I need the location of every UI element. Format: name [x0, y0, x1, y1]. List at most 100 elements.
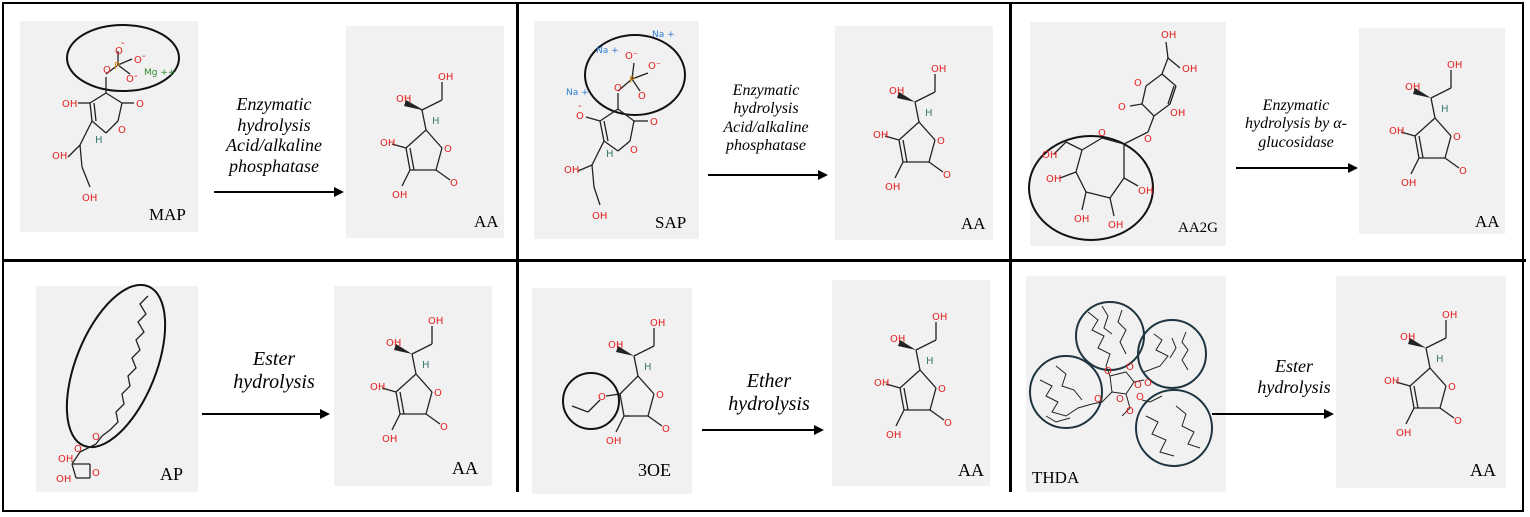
- product-box-aa: OH OH H O OH OH O AA: [1336, 276, 1506, 488]
- atom-oh: OH: [1447, 60, 1462, 71]
- atom-h: H: [1441, 104, 1449, 115]
- atom-oh: OH: [428, 316, 443, 327]
- atom-oh: OH: [608, 340, 623, 351]
- atom-oh: OH: [932, 312, 947, 323]
- phosphate-highlight-ring: [66, 24, 180, 92]
- atom-oh: OH: [886, 430, 901, 441]
- reaction-arrow: [1212, 409, 1334, 419]
- phosphate-highlight-ring: [584, 34, 686, 116]
- atom-o: O: [1144, 134, 1152, 145]
- product-box-aa: OH OH H O OH OH O AA: [835, 26, 993, 240]
- atom-o: O: [944, 418, 952, 429]
- svg-text:-: -: [134, 71, 138, 82]
- atom-o: O: [943, 170, 951, 181]
- atom-o: O: [440, 422, 448, 433]
- atom-oh: OH: [931, 64, 946, 75]
- atom-o: O: [136, 99, 144, 110]
- reactant-label: THDA: [1032, 468, 1080, 487]
- atom-o: O: [1126, 362, 1134, 373]
- col-divider-top-2: [1009, 4, 1012, 259]
- 3oe-structure: OH OH H O O OH O: [532, 288, 692, 499]
- atom-na: Na +: [652, 30, 675, 40]
- atom-oh: OH: [1389, 126, 1404, 137]
- atom-oh: OH: [52, 151, 67, 162]
- aa2g-structure: OH OH O O OH O O OH OH OH OH OH: [1028, 22, 1226, 251]
- atom-na: Na +: [596, 46, 619, 56]
- atom-oh: OH: [1396, 428, 1411, 439]
- aa-structure: OH OH H O OH OH O: [346, 26, 504, 243]
- reactant-label: MAP: [149, 205, 186, 224]
- reactant-box-sap: Na + Na + Na + O⁻ O⁻ P O O O - O O H OH …: [534, 21, 699, 239]
- atom-o: O: [444, 144, 452, 155]
- atom-o: O: [1118, 102, 1126, 113]
- atom-o: O: [650, 117, 658, 128]
- chain-highlight-ring: [1075, 301, 1145, 371]
- atom-oh: OH: [58, 454, 73, 465]
- atom-oh: OH: [392, 190, 407, 201]
- atom-o: O: [134, 55, 142, 66]
- atom-oh: OH: [885, 182, 900, 193]
- reactant-label: SAP: [655, 213, 687, 232]
- atom-oh: OH: [382, 434, 397, 445]
- atom-h: H: [1436, 354, 1444, 365]
- atom-oh: OH: [650, 318, 665, 329]
- atom-oh: OH: [1108, 220, 1123, 231]
- atom-o: O: [92, 468, 100, 479]
- ap-structure: O O OH OH O: [36, 283, 198, 497]
- atom-oh: OH: [1384, 376, 1399, 387]
- atom-o: O: [1459, 166, 1467, 177]
- reaction-arrow: [202, 409, 330, 419]
- atom-o-minus: O⁻: [625, 51, 638, 62]
- chain-highlight-ring: [1029, 355, 1103, 429]
- row-divider: [4, 259, 1526, 262]
- atom-oh: OH: [386, 338, 401, 349]
- atom-oh: OH: [62, 99, 77, 110]
- reaction-arrow: [708, 170, 828, 180]
- atom-oh: OH: [874, 378, 889, 389]
- reaction-caption: Ether hydrolysis: [728, 370, 810, 415]
- svg-text:-: -: [121, 38, 125, 49]
- aa-structure: OH OH H O OH OH O: [1336, 276, 1506, 493]
- atom-o: O: [103, 65, 111, 76]
- atom-o: O: [656, 390, 664, 401]
- atom-o: O: [1134, 78, 1142, 89]
- atom-o: O: [126, 74, 134, 85]
- atom-h: H: [925, 108, 933, 119]
- atom-o: O: [92, 432, 100, 443]
- atom-h: H: [422, 360, 430, 371]
- reactant-box-thda: O O O O O O O O THDA: [1026, 276, 1226, 492]
- atom-p: P: [114, 61, 120, 72]
- thda-structure: O O O O O O O O: [1026, 276, 1226, 497]
- chain-highlight-ring: [1135, 389, 1213, 467]
- reaction-caption: Enzymatic hydrolysis by α- glucosidase: [1244, 97, 1347, 151]
- reaction-arrow: [1236, 163, 1358, 173]
- product-box-aa: OH OH H O OH OH O AA: [832, 280, 990, 486]
- atom-h: H: [432, 116, 440, 127]
- reactant-label: AA2G: [1178, 220, 1218, 236]
- atom-o: O: [450, 178, 458, 189]
- atom-o: O: [1104, 366, 1112, 377]
- col-divider-top-1: [516, 4, 519, 259]
- map-structure: O - O P O - O - Mg ++ OH O O OH H OH: [20, 21, 198, 237]
- atom-oh: OH: [1161, 30, 1176, 41]
- atom-o: O: [1136, 392, 1144, 403]
- atom-o-minus: O⁻: [648, 61, 661, 72]
- product-label: AA: [452, 458, 478, 478]
- reactant-box-aa2g: OH OH O O OH O O OH OH OH OH OH AA2G: [1028, 22, 1226, 246]
- atom-h: H: [644, 362, 652, 373]
- atom-oh: OH: [1046, 174, 1061, 185]
- atom-oh: OH: [873, 130, 888, 141]
- atom-o: O: [1098, 128, 1106, 139]
- atom-oh: OH: [1138, 186, 1153, 197]
- atom-o: O: [1116, 394, 1124, 405]
- atom-o: O: [638, 91, 646, 102]
- chain-highlight-ring: [1137, 319, 1207, 389]
- atom-oh: OH: [1405, 82, 1420, 93]
- atom-oh: OH: [890, 334, 905, 345]
- reaction-caption: Enzymatic hydrolysis Acid/alkaline phosp…: [226, 94, 322, 177]
- atom-o: O: [938, 384, 946, 395]
- atom-oh: OH: [606, 436, 621, 447]
- atom-o: O: [1454, 416, 1462, 427]
- atom-oh: OH: [1442, 310, 1457, 321]
- reactant-box-ap: O O OH OH O AP: [36, 283, 198, 492]
